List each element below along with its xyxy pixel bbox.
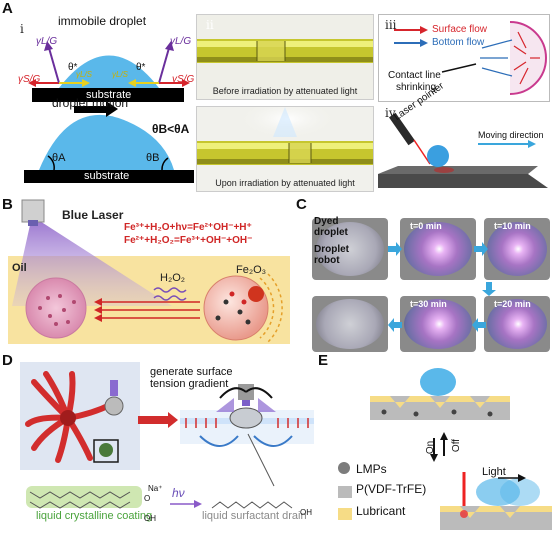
gradient-text-1: generate surface bbox=[150, 366, 233, 378]
shrinking-label: shrinking bbox=[396, 82, 437, 93]
immobile-droplet-shape bbox=[59, 55, 159, 88]
panel-d-label: D bbox=[2, 352, 13, 369]
robot-label: robot bbox=[314, 255, 340, 266]
contact-line-diagram bbox=[480, 21, 547, 95]
light-label: Light bbox=[482, 466, 506, 478]
lmps-label: LMPs bbox=[356, 462, 387, 476]
panel-b-label: B bbox=[2, 196, 13, 213]
caption-before: Before irradiation by attenuated light bbox=[212, 86, 358, 96]
gamma-lg-right: γL/G bbox=[170, 36, 192, 47]
theta-a-label: θA bbox=[52, 152, 66, 164]
panel-a-i-diagram bbox=[24, 41, 194, 183]
petri-t10-dish bbox=[487, 222, 547, 276]
substrate-top-label: substrate bbox=[86, 89, 132, 101]
fe2o3-label: Fe₂O₃ bbox=[236, 264, 267, 276]
panel-a-ii-bottom bbox=[196, 106, 374, 192]
petri-final bbox=[312, 296, 388, 352]
petri-t0-dish bbox=[404, 222, 472, 276]
dyed-label: Dyed bbox=[314, 216, 339, 227]
legend-surface-flow: Surface flow bbox=[432, 24, 488, 35]
panel-a-i-title-top: immobile droplet bbox=[58, 14, 147, 28]
time-label-0: t=0 min bbox=[410, 221, 442, 231]
substrate-bottom-label: substrate bbox=[84, 170, 130, 182]
droplet-label-2: Droplet bbox=[314, 244, 349, 255]
petri-t30: t=30 min bbox=[400, 296, 476, 352]
substrate-top-bar bbox=[32, 88, 184, 102]
panel-a-iv-label: iv bbox=[385, 106, 396, 120]
petri-t20-dish bbox=[487, 299, 547, 349]
petri-t0: t=0 min bbox=[400, 218, 476, 280]
panel-a-ii-label: ii bbox=[206, 18, 214, 32]
blue-laser-title: Blue Laser bbox=[62, 208, 124, 222]
gamma-sg-right: γS/G bbox=[172, 74, 195, 85]
tube-after-image bbox=[197, 107, 373, 165]
panel-e-label: E bbox=[318, 352, 329, 369]
petri-t10: t=10 min bbox=[484, 218, 550, 280]
time-label-20: t=20 min bbox=[494, 299, 531, 309]
petri-final-dish bbox=[316, 299, 384, 349]
panel-a-i-label: i bbox=[20, 22, 24, 36]
hydroxyl-label-right: OH bbox=[300, 508, 312, 517]
time-label-10: t=10 min bbox=[494, 221, 531, 231]
petri-t20: t=20 min bbox=[484, 296, 550, 352]
time-label-30: t=30 min bbox=[410, 299, 447, 309]
panel-a-label: A bbox=[2, 0, 13, 17]
flow-legend-arrows bbox=[394, 26, 428, 47]
oxygen-label: O bbox=[144, 494, 151, 503]
substrate-bottom-bar bbox=[24, 170, 194, 183]
legend-bottom-flow: Bottom flow bbox=[432, 37, 485, 48]
sodium-label: Na⁺ bbox=[148, 484, 163, 493]
fenton-equation-2: Fe²⁺+H₂O₂=Fe³⁺+OH⁻+OH⁻ bbox=[124, 235, 253, 246]
theta-b-label: θB bbox=[146, 152, 160, 164]
drain-label: liquid surfactant drain bbox=[202, 510, 307, 522]
gamma-sg-left: γS/G bbox=[18, 74, 41, 85]
h2o2-label: H₂O₂ bbox=[160, 272, 186, 284]
pvdf-label: P(VDF-TrFE) bbox=[356, 482, 427, 496]
gradient-text-2: tension gradient bbox=[150, 378, 229, 390]
theta-star-left: θ* bbox=[68, 62, 78, 73]
oil-label: Oil bbox=[12, 262, 27, 274]
on-label: On bbox=[425, 440, 437, 455]
moving-droplet-shape bbox=[39, 114, 174, 170]
off-label: Off bbox=[451, 438, 463, 453]
fenton-equation-1: Fe³⁺+H₂O+hν=Fe²⁺OH⁻+H⁺ bbox=[124, 222, 252, 233]
lubricant-label: Lubricant bbox=[356, 504, 406, 518]
gamma-lg-left: γL/G bbox=[36, 36, 58, 47]
coating-label: liquid crystalline coating bbox=[36, 510, 153, 522]
petri-initial bbox=[312, 218, 388, 280]
moving-direction-label: Moving direction bbox=[478, 130, 544, 140]
contact-line-pointer bbox=[441, 63, 477, 73]
panel-d-diagram bbox=[20, 362, 314, 509]
gamma-ls-right: γL/S bbox=[112, 70, 129, 79]
hydroxyl-label-left: OH bbox=[144, 514, 156, 523]
theta-star-right: θ* bbox=[136, 62, 146, 73]
panel-a-iii-label: iii bbox=[385, 18, 397, 32]
tube-before-image bbox=[197, 39, 373, 63]
contact-line-label: Contact line bbox=[388, 70, 441, 81]
petri-t30-dish bbox=[404, 299, 472, 349]
laser-pointer-diagram bbox=[378, 112, 548, 188]
gamma-ls-left: γL/S bbox=[76, 70, 93, 79]
panel-c-label: C bbox=[296, 196, 307, 213]
caption-after: Upon irradiation by attenuated light bbox=[215, 178, 355, 188]
droplet-label-1: droplet bbox=[314, 227, 348, 238]
petri-initial-dish bbox=[316, 222, 384, 276]
panel-b-diagram bbox=[8, 199, 290, 344]
time-sequence-arrows bbox=[388, 242, 496, 332]
theta-relation: θB<θA bbox=[152, 122, 190, 136]
panel-e-diagram bbox=[338, 368, 552, 530]
droplet-motion-title: droplet motion bbox=[52, 96, 129, 110]
hv-label: hν bbox=[172, 486, 185, 500]
panel-a-ii-top bbox=[196, 14, 374, 100]
